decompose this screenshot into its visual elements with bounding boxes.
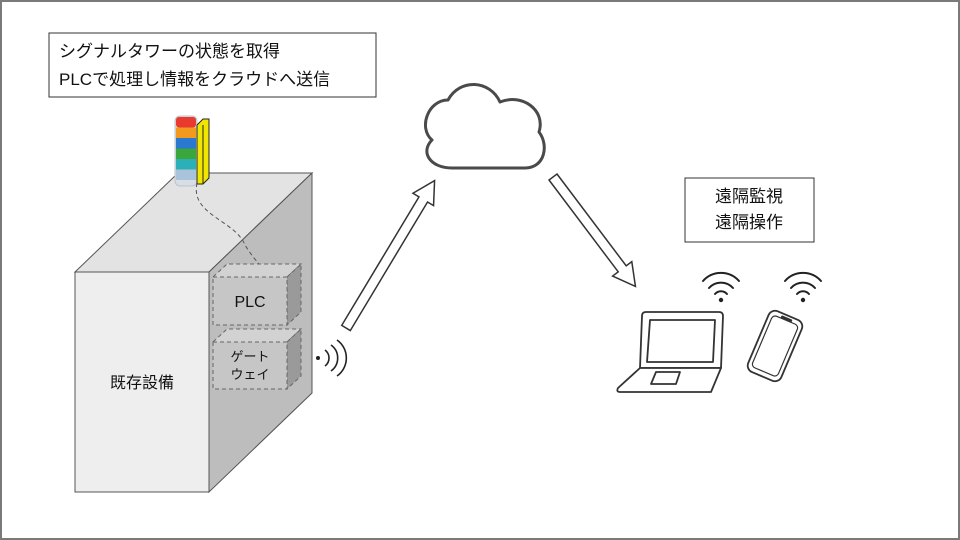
laptop-icon — [616, 311, 724, 393]
callout-right-box — [684, 177, 815, 243]
signal-tower-lamp — [176, 148, 196, 159]
callout-right-line2: 遠隔操作 — [715, 213, 783, 232]
radio-waves-icon — [316, 339, 348, 377]
plc-front — [212, 276, 288, 326]
cloud-icon — [423, 83, 546, 170]
wifi-icon — [784, 271, 822, 303]
cube-front-face — [74, 271, 210, 493]
callout-top-line1: シグナルタワーの状態を取得 — [59, 42, 280, 61]
smartphone-icon — [746, 309, 804, 383]
gateway-top — [211, 328, 303, 343]
signal-tower-lamp — [176, 169, 196, 180]
plc-side — [286, 262, 302, 327]
signal-tower-lamp — [176, 159, 196, 170]
callout-top-line2: PLCで処理し情報をクラウドへ送信 — [59, 70, 330, 89]
equipment-label: 既存設備 — [110, 374, 174, 392]
signal-tower-lamp — [176, 127, 196, 138]
plc-top — [211, 263, 303, 278]
gateway-label-line2: ウェイ — [230, 367, 269, 382]
arrow-to-cloud — [340, 179, 436, 332]
signal-tower — [174, 115, 210, 187]
callout-right-line1: 遠隔監視 — [715, 187, 783, 206]
signal-tower-lamps — [176, 117, 196, 180]
callout-top-box — [48, 32, 377, 98]
plc-label: PLC — [234, 294, 265, 311]
gateway-front — [212, 341, 288, 390]
wifi-icon — [702, 271, 740, 303]
tower-cable — [195, 182, 261, 267]
arrow-to-devices — [547, 172, 637, 288]
equipment-cube: 既存設備 — [73, 171, 314, 494]
signal-tower-lamp — [176, 117, 196, 128]
gateway-label-line1: ゲート — [230, 349, 269, 364]
plc-box: PLC — [211, 262, 303, 327]
callout-right: 遠隔監視 遠隔操作 — [684, 177, 815, 243]
gateway-box: ゲート ウェイ — [211, 327, 303, 391]
callout-top: シグナルタワーの状態を取得 PLCで処理し情報をクラウドへ送信 — [48, 32, 377, 98]
signal-tower-lamp — [176, 138, 196, 149]
